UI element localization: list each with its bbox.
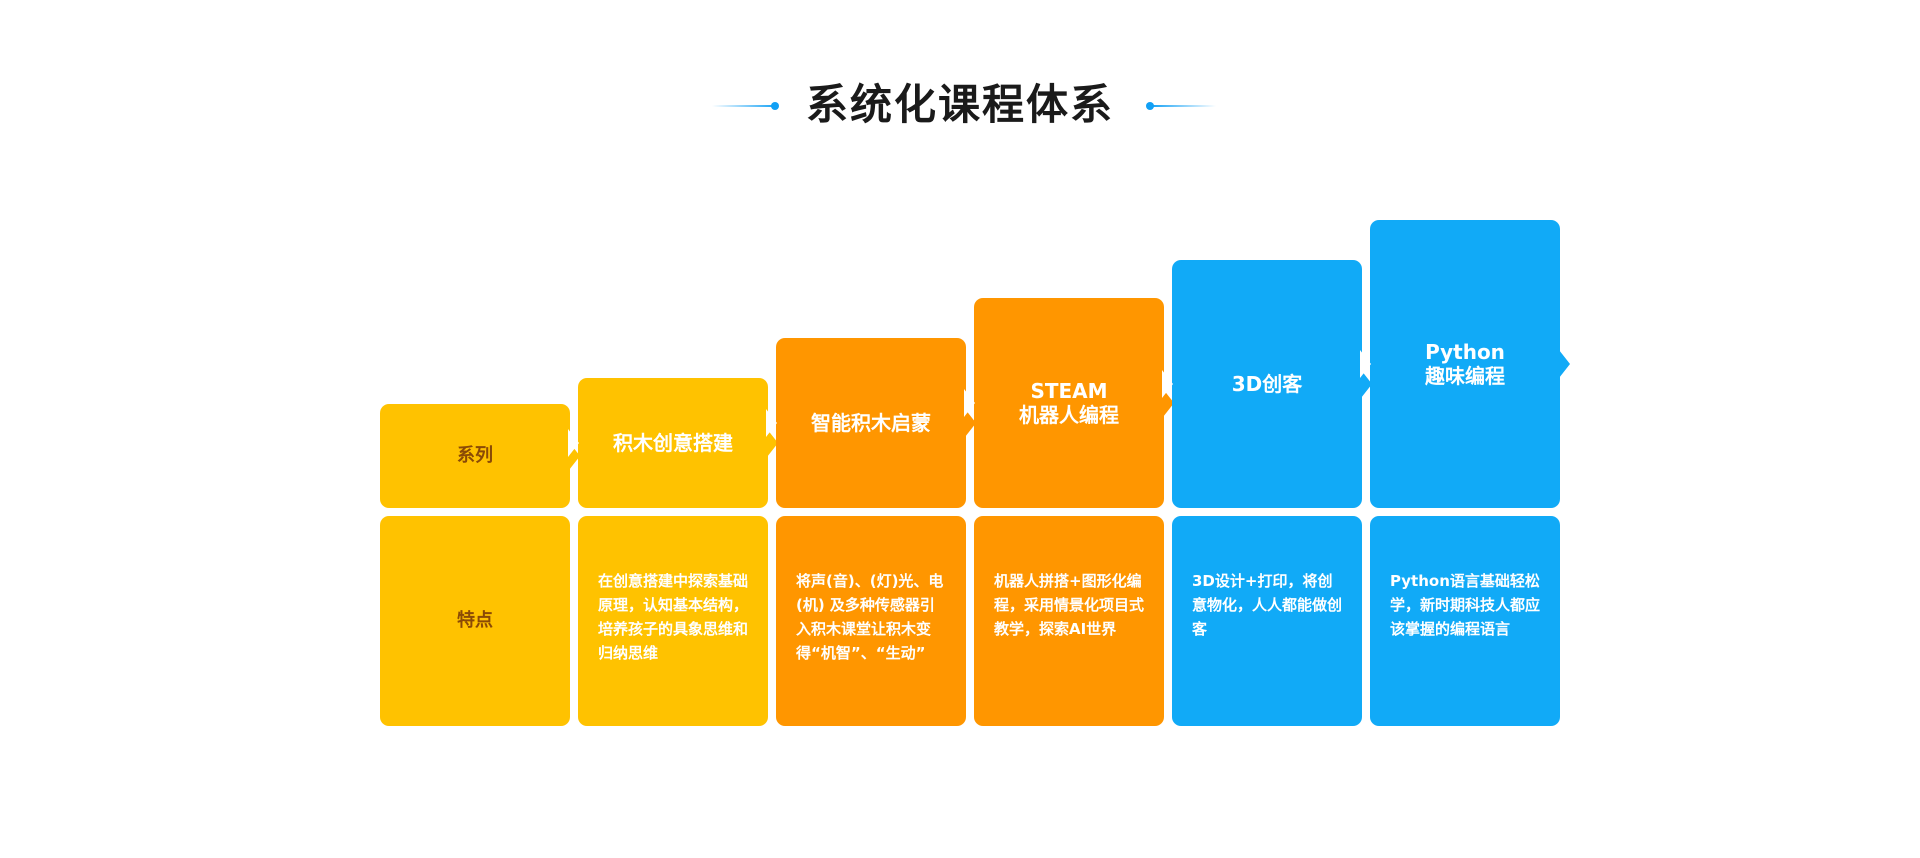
course-desc-card-smart-blocks: 将声(音)、(灯)光、电(机) 及多种传感器引入积木课堂让积木变得“机智”、“生…	[776, 516, 966, 726]
course-description: Python语言基础轻松学，新时期科技人都应该掌握的编程语言	[1390, 572, 1541, 638]
arrow-notch-icon	[1162, 370, 1173, 398]
course-head-card-steam-robotics: STEAM 机器人编程	[964, 298, 1174, 508]
course-description: 在创意搭建中探索基础原理，认知基本结构，培养孩子的具象思维和归纳思维	[598, 572, 749, 662]
series-label-card: 系列	[380, 404, 580, 508]
course-name: 智能积木启蒙	[811, 411, 931, 435]
course-head-card-python: Python 趣味编程	[1360, 220, 1570, 508]
title-decoration-dot-left	[771, 102, 779, 110]
course-head-card-block-building: 积木创意搭建	[568, 378, 778, 508]
page-header: 系统化课程体系	[0, 75, 1920, 135]
series-label: 系列	[457, 445, 493, 466]
course-name-line2: 机器人编程	[1019, 403, 1119, 427]
arrow-notch-icon	[568, 429, 579, 457]
title-decoration-line-right	[1150, 105, 1216, 107]
course-description: 3D设计+打印，将创意物化，人人都能做创客	[1192, 572, 1343, 638]
features-label-card: 特点	[380, 516, 570, 726]
course-desc-card-3d-maker: 3D设计+打印，将创意物化，人人都能做创客	[1172, 516, 1362, 726]
arrow-notch-icon	[1360, 350, 1371, 378]
course-desc-card-python: Python语言基础轻松学，新时期科技人都应该掌握的编程语言	[1370, 516, 1560, 726]
arrow-right-icon	[1361, 370, 1372, 398]
course-head-card-3d-maker: 3D创客	[1162, 260, 1372, 508]
course-name: 积木创意搭建	[613, 431, 733, 455]
course-name-line1: STEAM	[1030, 379, 1108, 403]
features-label: 特点	[457, 610, 493, 631]
course-name-line2: 趣味编程	[1425, 364, 1505, 388]
arrow-right-icon	[965, 409, 976, 437]
arrow-right-icon	[1163, 389, 1174, 417]
course-name: 3D创客	[1231, 372, 1303, 396]
title-decoration-line-left	[712, 105, 778, 107]
course-name-line1: Python	[1425, 340, 1505, 364]
course-description: 将声(音)、(灯)光、电(机) 及多种传感器引入积木课堂让积木变得“机智”、“生…	[796, 572, 944, 662]
arrow-notch-icon	[766, 409, 777, 437]
course-desc-card-steam-robotics: 机器人拼搭+图形化编程，采用情景化项目式教学，探索AI世界	[974, 516, 1164, 726]
arrow-right-icon	[1559, 350, 1570, 378]
course-description: 机器人拼搭+图形化编程，采用情景化项目式教学，探索AI世界	[994, 572, 1145, 638]
course-head-card-smart-blocks: 智能积木启蒙	[766, 338, 976, 508]
page-title: 系统化课程体系	[805, 80, 1114, 129]
arrow-notch-icon	[964, 389, 975, 417]
course-desc-card-block-building: 在创意搭建中探索基础原理，认知基本结构，培养孩子的具象思维和归纳思维	[578, 516, 768, 726]
arrow-right-icon	[767, 429, 778, 457]
